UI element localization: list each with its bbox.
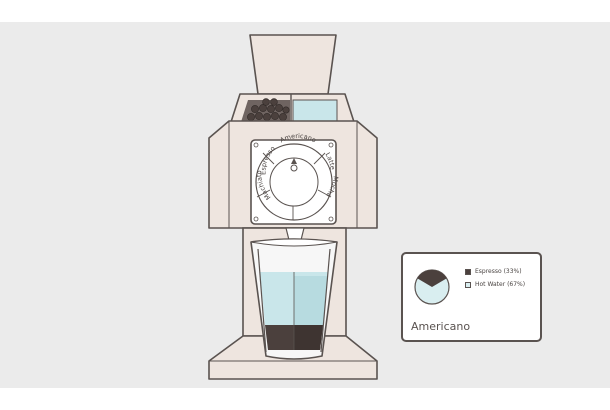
panel-title: Americano bbox=[411, 320, 471, 333]
coffee-beans bbox=[247, 98, 290, 121]
legend-item-hot-water: Hot Water (67%) bbox=[465, 281, 525, 288]
legend-swatch-espresso bbox=[465, 268, 471, 275]
hopper-lid bbox=[249, 34, 337, 95]
dispense-nozzle bbox=[285, 227, 305, 241]
water-compartment bbox=[292, 99, 338, 123]
legend-label-espresso: Espresso (33%) bbox=[475, 268, 522, 275]
dial-dividers bbox=[256, 152, 332, 220]
legend-swatch-hot-water bbox=[465, 281, 471, 288]
legend-label-hot-water: Hot Water (67%) bbox=[475, 281, 526, 288]
pie-espresso-slice bbox=[417, 270, 447, 287]
ratio-pie-chart bbox=[414, 269, 450, 305]
legend-item-espresso: Espresso (33%) bbox=[465, 268, 522, 275]
dial-option-americano[interactable]: Americano bbox=[279, 132, 318, 144]
dial-pointer bbox=[291, 158, 297, 164]
dial-knob[interactable] bbox=[290, 164, 298, 172]
panel-screws bbox=[253, 142, 334, 222]
recipe-info-panel: Espresso (33%) Hot Water (67%) Americano bbox=[401, 252, 542, 342]
